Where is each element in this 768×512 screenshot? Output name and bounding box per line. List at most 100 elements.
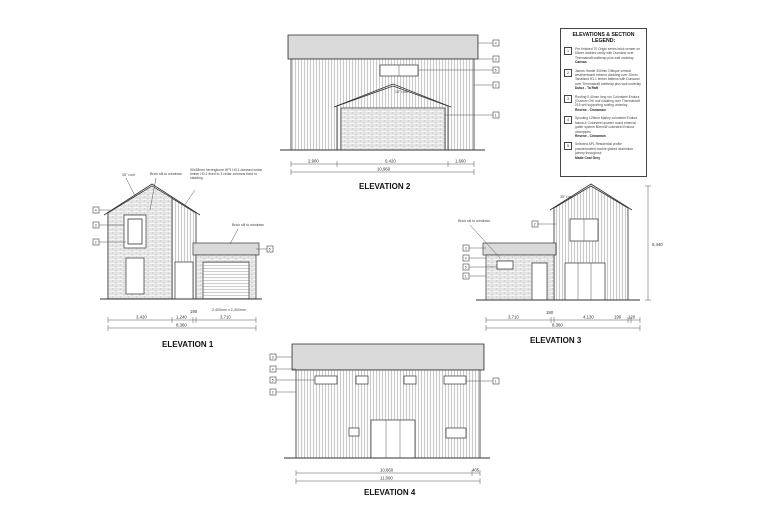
e1-brick-note: Brick sill to windows bbox=[150, 172, 182, 176]
e4-tags: 3 4 5 2 1 bbox=[269, 353, 500, 396]
e3-garage-door bbox=[531, 262, 548, 301]
svg-text:120: 120 bbox=[628, 315, 636, 320]
svg-text:3,710: 3,710 bbox=[220, 315, 231, 320]
e3-garage-window bbox=[496, 260, 514, 270]
e3-dimensions: 3,710 190 4,130 190 120 8,360 bbox=[485, 310, 641, 331]
e4-window-2 bbox=[355, 375, 369, 385]
legend-item: 3 Roofing 0.40mm long run Colorsteel End… bbox=[564, 94, 643, 113]
svg-text:8,360: 8,360 bbox=[176, 323, 187, 328]
e3-door-slider bbox=[564, 262, 606, 301]
svg-text:10,960: 10,960 bbox=[377, 167, 391, 172]
elevation-4: 3 4 5 2 1 10,660 405 11,000 bbox=[269, 343, 500, 497]
e1-garage-roof bbox=[192, 242, 260, 256]
svg-text:5: 5 bbox=[269, 248, 271, 252]
e1-garage-note: Brick sill to windows bbox=[232, 223, 264, 227]
e4-small-window bbox=[348, 427, 360, 437]
svg-text:3: 3 bbox=[495, 58, 497, 62]
e4-dimensions: 10,660 405 11,000 bbox=[295, 468, 481, 484]
e1-title: ELEVATION 1 bbox=[162, 340, 214, 349]
svg-text:4: 4 bbox=[465, 257, 467, 261]
legend-item-text: Roofing 0.40mm long run Colorsteel Endur… bbox=[575, 94, 640, 108]
e2-tags: 4 3 5 2 1 bbox=[418, 39, 500, 119]
e1-garage-dim: 2,400mm x 2,400mm bbox=[212, 308, 246, 312]
e4-title: ELEVATION 4 bbox=[364, 488, 416, 497]
svg-text:6,420: 6,420 bbox=[385, 159, 396, 164]
e1-door bbox=[174, 261, 194, 300]
svg-text:4,130: 4,130 bbox=[583, 315, 594, 320]
svg-text:4: 4 bbox=[272, 368, 274, 372]
legend-item-text: Spouting 125mm Marley colorsteel Endura … bbox=[575, 116, 638, 134]
e4-roof bbox=[291, 343, 485, 371]
e3-height-dimension: 6,440 bbox=[645, 185, 663, 301]
e1-tags: 4 3 2 5 bbox=[92, 206, 274, 253]
elevation-1: 35° roof Brick sill to windows 90x38mm h… bbox=[92, 168, 274, 349]
legend-item-number: 2 bbox=[564, 68, 572, 77]
svg-text:3: 3 bbox=[272, 356, 274, 360]
e1-dimensions: 3,420 1,240 190 3,710 8,360 bbox=[107, 309, 257, 331]
svg-text:405: 405 bbox=[472, 468, 480, 473]
e2-brick-panel bbox=[340, 107, 446, 151]
svg-text:1: 1 bbox=[495, 114, 497, 118]
svg-text:3,710: 3,710 bbox=[508, 315, 519, 320]
legend-item-number: 4 bbox=[564, 116, 572, 125]
svg-text:2: 2 bbox=[495, 84, 497, 88]
e3-pitch-label: 35° roof bbox=[560, 195, 573, 199]
legend-item-product: Dulux - Ta Raft bbox=[575, 86, 599, 91]
svg-text:190: 190 bbox=[546, 310, 554, 315]
e2-title: ELEVATION 2 bbox=[359, 182, 411, 191]
legend-item-number: 3 bbox=[564, 94, 572, 103]
elevation-2: 15° roof 4 3 5 2 1 2,900 bbox=[280, 34, 500, 191]
e1-barge-note: 90x38mm herringbone HP1 H3.1 dressed ced… bbox=[190, 168, 262, 180]
legend-item-number: 5 bbox=[564, 142, 572, 151]
legend-item-text: Selected APL Residential profile powderc… bbox=[575, 142, 634, 156]
svg-text:5: 5 bbox=[465, 266, 467, 270]
svg-text:3: 3 bbox=[95, 224, 97, 228]
e3-garage-roof bbox=[482, 242, 557, 256]
svg-text:2: 2 bbox=[272, 391, 274, 395]
svg-text:6,440: 6,440 bbox=[652, 242, 663, 247]
elevation-3: 35° roof Brick sill to windows 2 3 4 5 1 bbox=[458, 183, 663, 345]
svg-text:190: 190 bbox=[614, 315, 622, 320]
e4-window-3 bbox=[403, 375, 417, 385]
e1-window-lower bbox=[125, 257, 145, 295]
legend-item-product: Resene - Cinnamon bbox=[575, 133, 606, 138]
legend-item: 4 Spouting 125mm Marley colorsteel Endur… bbox=[564, 116, 643, 138]
legend-item-product: Canvas bbox=[575, 60, 587, 65]
svg-text:2: 2 bbox=[95, 241, 97, 245]
e2-dimensions: 2,900 6,420 1,660 10,960 bbox=[290, 159, 475, 175]
legend-title: ELEVATIONS & SECTION LEGEND: bbox=[572, 32, 635, 44]
legend-item: 2 James Hardie 300mm Oblique vertical we… bbox=[564, 68, 643, 91]
e3-title: ELEVATION 3 bbox=[530, 336, 582, 345]
svg-text:8,360: 8,360 bbox=[552, 323, 563, 328]
svg-text:1,660: 1,660 bbox=[455, 159, 466, 164]
e4-slider-door bbox=[370, 419, 416, 459]
svg-text:190: 190 bbox=[190, 309, 198, 314]
svg-text:10,660: 10,660 bbox=[380, 468, 394, 473]
legend-item-text: Pre-finished 70 Origin series brick vene… bbox=[575, 47, 641, 60]
e4-window-1 bbox=[314, 375, 338, 385]
e3-tags: 2 3 4 5 1 bbox=[462, 220, 556, 280]
e1-garage-door bbox=[202, 261, 250, 300]
legend-item-number: 1 bbox=[564, 47, 572, 55]
svg-text:3,420: 3,420 bbox=[136, 315, 147, 320]
e2-pitch-label: 15° roof bbox=[395, 90, 408, 94]
svg-text:4: 4 bbox=[95, 209, 97, 213]
svg-text:3: 3 bbox=[465, 247, 467, 251]
e1-pitch-label: 35° roof bbox=[122, 173, 135, 177]
svg-text:1: 1 bbox=[465, 275, 467, 279]
legend-item-text: James Hardie 300mm Oblique vertical weat… bbox=[575, 68, 641, 86]
svg-text:5: 5 bbox=[272, 379, 274, 383]
legend-box: ELEVATIONS & SECTION LEGEND: 1 Pre-finis… bbox=[560, 28, 647, 177]
svg-text:5: 5 bbox=[495, 69, 497, 73]
legend-item: 1 Pre-finished 70 Origin series brick ve… bbox=[564, 47, 643, 65]
legend-item-product: Resene - Cinnamon bbox=[575, 107, 606, 112]
e4-window-4 bbox=[443, 375, 467, 385]
e1-window-upper bbox=[123, 214, 147, 249]
svg-text:1,240: 1,240 bbox=[176, 315, 187, 320]
legend-item: 5 Selected APL Residential profile powde… bbox=[564, 142, 643, 160]
svg-text:4: 4 bbox=[495, 42, 497, 46]
svg-text:2: 2 bbox=[534, 223, 536, 227]
svg-text:11,000: 11,000 bbox=[380, 476, 393, 481]
e2-roof bbox=[287, 34, 479, 60]
